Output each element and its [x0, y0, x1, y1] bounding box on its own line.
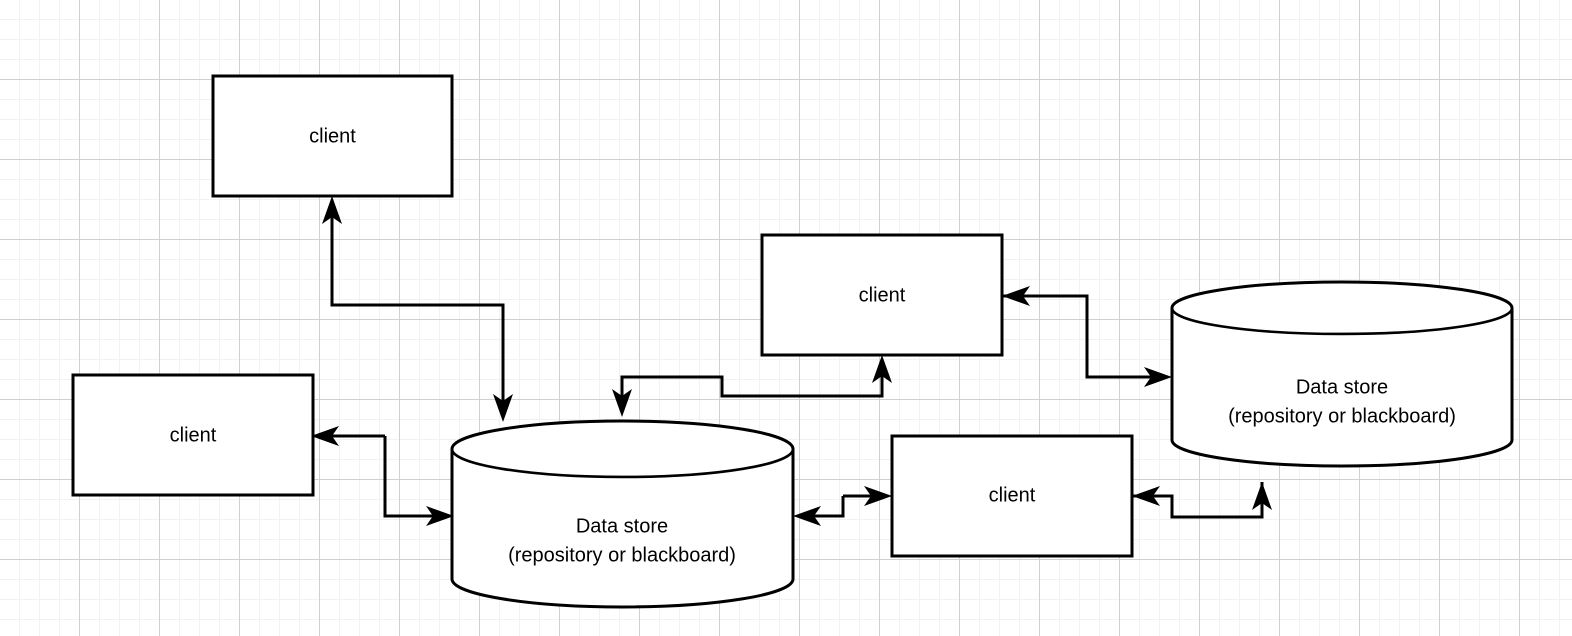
connector-client-bottom-right-to-datastore-right[interactable] [1132, 482, 1272, 519]
datastore-label-line-1: Data store [576, 515, 668, 537]
node-client-top-middle[interactable]: client [760, 233, 1004, 357]
node-client-left[interactable]: client [71, 373, 315, 497]
connector-datastore-center-to-client-bottom-right[interactable] [843, 486, 892, 506]
client-label: client [989, 484, 1036, 506]
arrowhead-down [493, 394, 513, 422]
arrowhead-right [1144, 367, 1172, 387]
cylinder-top-ellipse [450, 448, 795, 479]
node-client-top-left[interactable]: client [211, 74, 454, 198]
arrowhead-down [612, 389, 632, 417]
client-box [760, 233, 1004, 357]
arrowhead-right [426, 506, 454, 526]
datastore-label-line-1: Data store [1296, 376, 1388, 398]
datastore-label-line-2: (repository or blackboard) [508, 544, 736, 566]
connector-client-top-middle-to-datastore-center[interactable] [612, 375, 882, 417]
connector-client-left-to-datastore-center[interactable] [383, 436, 454, 526]
arrowhead-left [311, 426, 339, 446]
client-box [71, 373, 315, 497]
connector-datastore-center-to-client-left[interactable] [311, 426, 385, 446]
datastore-label-line-2: (repository or blackboard) [1228, 405, 1456, 427]
cylinder-top-ellipse [1170, 307, 1514, 336]
connector-datastore-center-to-client-top-left[interactable] [322, 196, 503, 307]
connector-client-bottom-right-to-datastore-center[interactable] [793, 496, 845, 526]
client-label: client [309, 125, 356, 147]
cylinder-body [450, 419, 795, 609]
arrowhead-up [872, 355, 892, 383]
connector-datastore-right-to-client-bottom-right[interactable] [1132, 482, 1264, 519]
arrowhead-up [322, 196, 342, 224]
arrowhead-up [1252, 482, 1272, 510]
cylinder-body [1170, 280, 1514, 468]
node-datastore-center[interactable]: Data store (repository or blackboard) [450, 419, 795, 609]
client-label: client [859, 284, 906, 306]
client-box [211, 74, 454, 198]
node-client-bottom-right[interactable]: client [890, 434, 1134, 558]
client-label: client [170, 424, 217, 446]
client-box [890, 434, 1134, 558]
connector-client-top-middle-to-datastore-right[interactable] [1002, 294, 1172, 387]
arrowhead-right [864, 486, 892, 506]
node-datastore-right[interactable]: Data store (repository or blackboard) [1170, 280, 1514, 468]
arrowhead-left [793, 506, 821, 526]
connector-client-top-left-to-datastore-center[interactable] [332, 303, 513, 422]
connector-datastore-right-to-client-top-middle[interactable] [1002, 286, 1089, 377]
